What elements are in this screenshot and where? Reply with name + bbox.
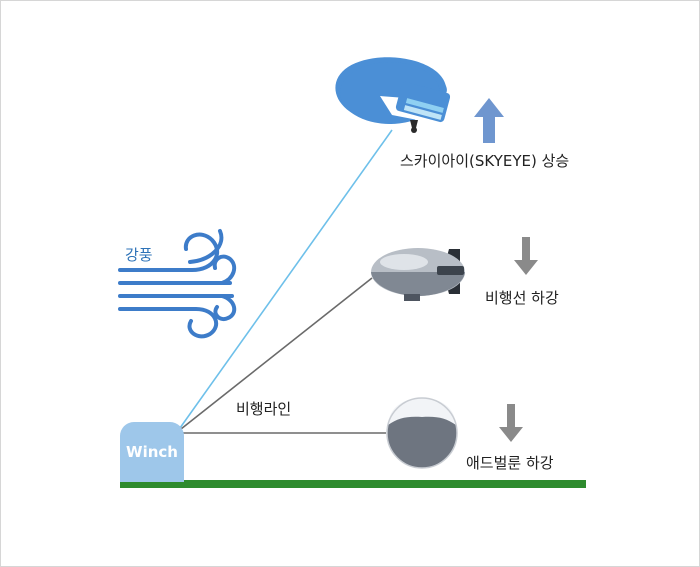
down-arrow-icon xyxy=(514,237,538,275)
skyeye-label: 스카이아이(SKYEYE) 상승 xyxy=(400,152,570,170)
flight-line-label: 비행라인 xyxy=(236,400,292,418)
adballoon-label: 애드벌룬 하강 xyxy=(466,454,554,472)
winch-label: Winch xyxy=(126,443,178,461)
airship-icon xyxy=(371,248,465,301)
up-arrow-icon xyxy=(474,98,504,143)
winch-box: Winch xyxy=(120,422,184,482)
skyeye-tether xyxy=(179,129,393,429)
airship-tether xyxy=(180,277,373,430)
ground-line xyxy=(120,480,586,488)
ad-balloon-icon xyxy=(386,397,458,469)
wind-label: 강풍 xyxy=(125,246,153,264)
skyeye-aerostat-icon xyxy=(335,57,451,133)
down-arrow-icon xyxy=(499,404,523,442)
airship-label: 비행선 하강 xyxy=(485,289,559,307)
wind-icon xyxy=(118,229,237,339)
